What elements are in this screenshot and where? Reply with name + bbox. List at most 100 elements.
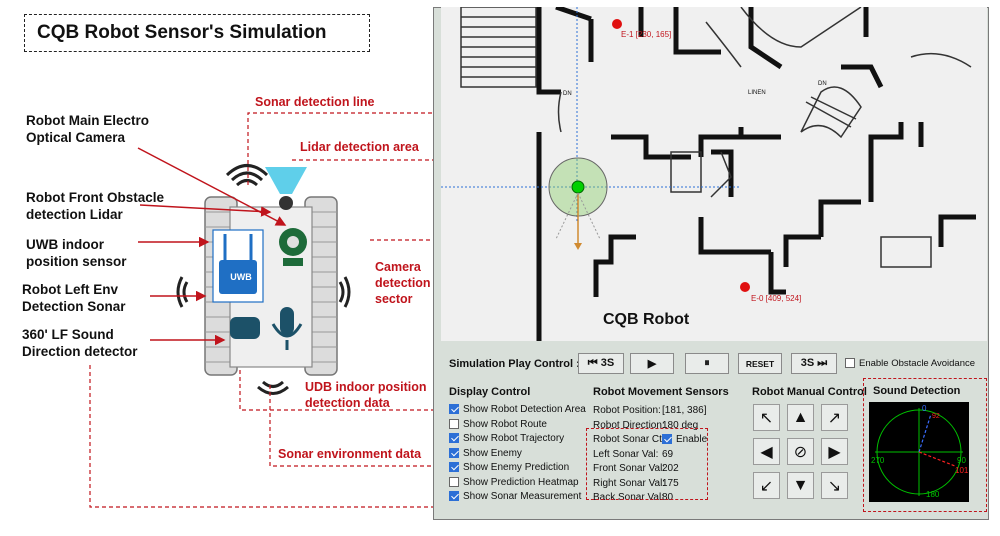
display-item[interactable]: Show Robot Trajectory <box>449 432 586 447</box>
back-sonar-label: Back Sonar Val: <box>593 492 664 503</box>
sound-value-top: 92 <box>932 413 940 420</box>
sound-detection-title: Sound Detection <box>873 385 961 397</box>
checkbox-route[interactable] <box>449 418 459 429</box>
floor-plan-map[interactable] <box>441 4 987 341</box>
obstacle-checkbox[interactable] <box>845 358 855 369</box>
movement-sensors-values: [181, 386] 180 deg Enable 69 202 175 80 <box>662 404 742 506</box>
move-left-button[interactable]: ◀ <box>753 438 780 465</box>
label-sound: 360' LF Sound Direction detector <box>22 327 138 359</box>
checkbox-enemy-prediction[interactable] <box>449 462 459 473</box>
display-item[interactable]: Show Robot Detection Area <box>449 403 586 418</box>
manual-control-title: Robot Manual Control <box>752 386 867 398</box>
back-sonar-value: 80 <box>662 492 674 503</box>
compass-center-button[interactable]: ⊘ <box>787 438 814 465</box>
display-item[interactable]: Show Enemy <box>449 447 586 462</box>
label-camera: Robot Main Electro Optical Camera <box>26 113 150 145</box>
left-sonar-value: 69 <box>662 448 674 460</box>
display-item-label: Show Sonar Measurement <box>463 491 582 502</box>
right-sonar-label: Right Sonar Val: <box>593 477 666 489</box>
move-down-left-button[interactable]: ↙ <box>753 472 780 499</box>
room-label-dn2: DN <box>818 81 827 87</box>
label-lidar: Robot Front Obstacle detection Lidar <box>26 190 164 222</box>
robot-illustration <box>176 164 351 395</box>
right-sonar-value: 175 <box>662 477 679 489</box>
rewind-3s-button[interactable]: ⏮ 3S <box>578 353 624 374</box>
play-button[interactable]: ▶ <box>630 353 674 374</box>
obstacle-label: Enable Obstacle Avoidance <box>859 358 976 369</box>
move-down-right-button[interactable]: ↘ <box>821 472 848 499</box>
sound-tick-180: 180 <box>926 490 940 499</box>
display-item[interactable]: Show Sonar Measurement <box>449 490 586 505</box>
floor-plan-svg <box>441 4 976 341</box>
sound-tick-90: 90 <box>957 456 966 465</box>
play-control-label: Simulation Play Control : <box>449 358 580 370</box>
display-item[interactable]: Show Robot Route <box>449 418 586 433</box>
display-item-label: Show Enemy <box>463 447 522 459</box>
display-item-label: Show Prediction Heatmap <box>463 476 579 488</box>
sonar-values-highlight <box>586 428 708 500</box>
room-label-linen: LINEN <box>748 90 766 96</box>
checkbox-sonar-measurement[interactable] <box>449 491 459 502</box>
sound-tick-270: 270 <box>871 456 885 465</box>
left-sonar-label: Left Sonar Val: <box>593 448 659 460</box>
position-label: Robot Position: <box>593 405 661 416</box>
front-sonar-value: 202 <box>662 463 679 474</box>
display-item-label: Show Robot Route <box>463 418 547 430</box>
obstacle-avoidance-toggle[interactable]: Enable Obstacle Avoidance <box>845 358 975 369</box>
display-control-title: Display Control <box>449 386 531 398</box>
manual-control-pad: ↖ ▲ ↗ ◀ ⊘ ▶ ↙ ▼ ↘ <box>753 404 853 499</box>
label-sonar: Robot Left Env Detection Sonar <box>22 282 126 314</box>
direction-value: 180 deg <box>662 419 699 431</box>
robot-marker <box>571 180 585 194</box>
display-item[interactable]: Show Enemy Prediction <box>449 461 586 476</box>
label-lidar-area: Lidar detection area <box>300 140 419 154</box>
wifi-icons <box>176 164 351 395</box>
sonar-enable-checkbox[interactable] <box>662 434 672 445</box>
checkbox-enemy[interactable] <box>449 447 459 458</box>
diagram-title: CQB Robot Sensor's Simulation <box>24 14 370 52</box>
sound-detector <box>230 317 260 339</box>
lidar-sensor <box>279 196 293 210</box>
movement-sensors-title: Robot Movement Sensors <box>593 386 729 398</box>
label-cqb-robot: CQB Robot <box>603 311 690 328</box>
sound-detection-highlight <box>863 378 987 512</box>
display-control-list: Show Robot Detection Area Show Robot Rou… <box>449 403 586 505</box>
sound-radar <box>869 402 969 502</box>
checkbox-detection-area[interactable] <box>449 404 459 415</box>
enemy-marker-e1 <box>612 19 622 29</box>
uwb-badge: UWB <box>230 272 252 282</box>
mic-icon <box>280 307 294 335</box>
sound-tick-0: 0 <box>922 404 927 413</box>
label-camera-sector: Camera detection sector <box>375 260 431 306</box>
checkbox-heatmap[interactable] <box>449 476 459 487</box>
label-uwb: UWB indoor position sensor <box>26 237 127 269</box>
sonar-enable-toggle[interactable]: Enable <box>662 433 742 448</box>
move-up-left-button[interactable]: ↖ <box>753 404 780 431</box>
enemy-label-e0: E-0 [409, 524] <box>751 294 802 303</box>
pause-button[interactable]: ⏸ <box>685 353 729 374</box>
move-up-right-button[interactable]: ↗ <box>821 404 848 431</box>
lidar-cone <box>265 167 307 194</box>
label-sonar-line: Sonar detection line <box>255 95 375 109</box>
front-sonar-label: Front Sonar Val: <box>593 463 666 474</box>
display-item-label: Show Enemy Prediction <box>463 462 570 473</box>
enemy-marker-e0 <box>740 282 750 292</box>
checkbox-trajectory[interactable] <box>449 433 459 444</box>
movement-sensors-labels: Robot Position: Robot Direction: Robot S… <box>593 404 703 506</box>
sonar-ctrl-label: Robot Sonar Ctrl: <box>593 434 671 445</box>
display-item[interactable]: Show Prediction Heatmap <box>449 476 586 491</box>
arrow-lidar <box>139 204 272 217</box>
sound-value: 101 <box>955 466 969 475</box>
enemy-label-e1: E-1 [230, 165] <box>621 30 672 39</box>
direction-label: Robot Direction: <box>593 419 665 431</box>
arrow-camera <box>137 147 287 226</box>
move-down-button[interactable]: ▼ <box>787 472 814 499</box>
room-label-dn: DN <box>563 91 572 97</box>
move-up-button[interactable]: ▲ <box>787 404 814 431</box>
sound-radar-svg <box>875 408 963 496</box>
reset-button[interactable]: RESET <box>738 353 782 374</box>
forward-3s-button[interactable]: 3S ⏭ <box>791 353 837 374</box>
label-udb-data: UDB indoor position detection data <box>305 380 427 410</box>
move-right-button[interactable]: ▶ <box>821 438 848 465</box>
label-sonar-env: Sonar environment data <box>278 447 422 461</box>
